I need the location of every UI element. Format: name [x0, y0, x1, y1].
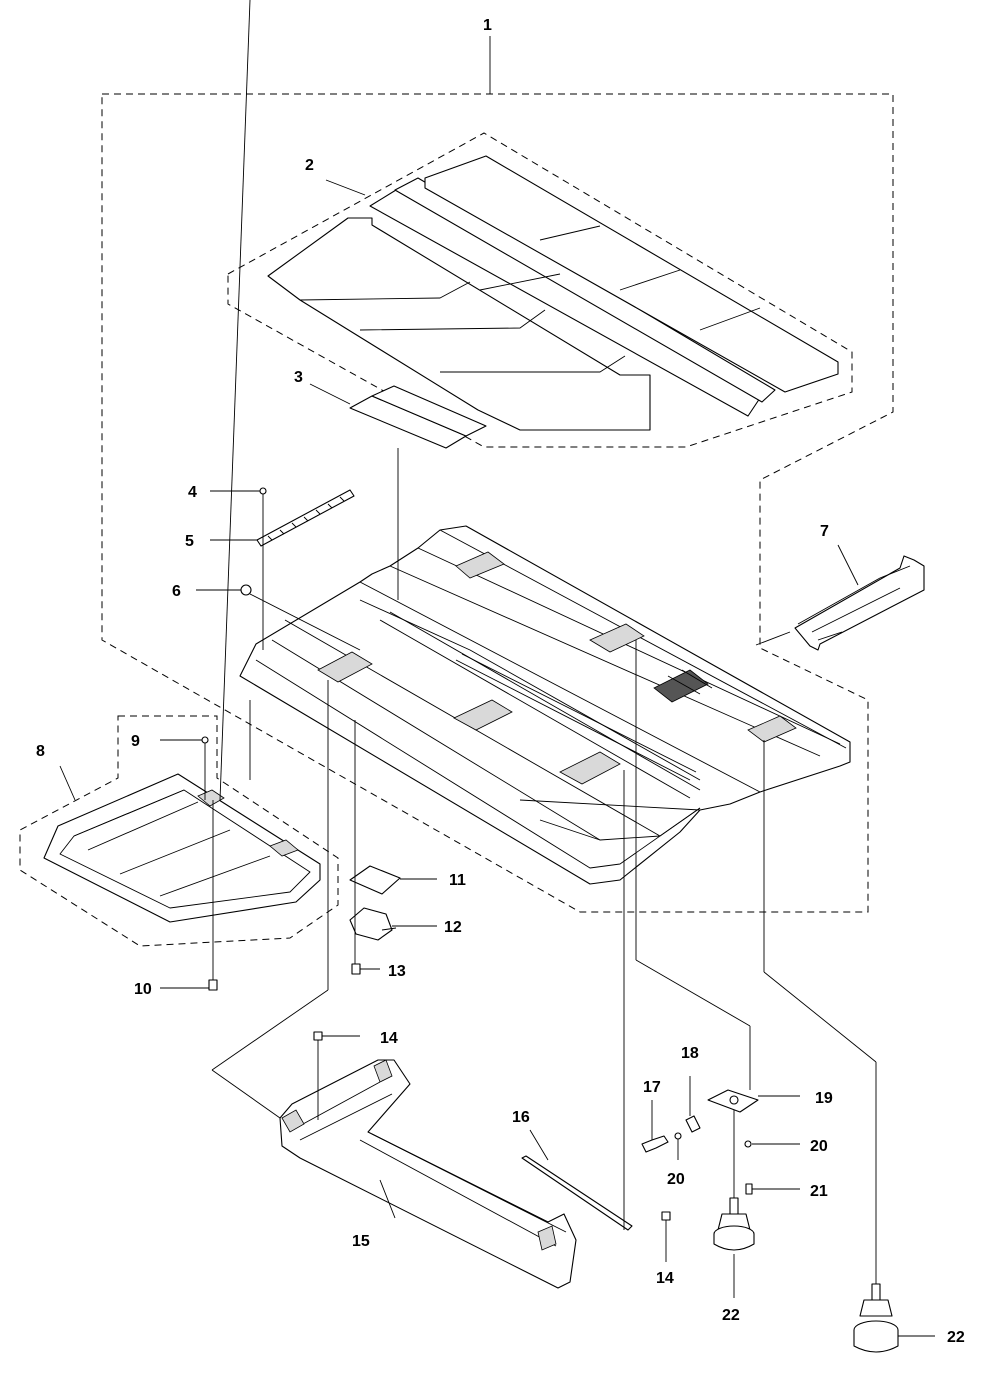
leveling-foot-1	[713, 1197, 755, 1251]
mount-plate	[349, 865, 401, 895]
callout-8: 8	[36, 743, 45, 760]
spring-18	[685, 1115, 701, 1133]
screw-14-right	[661, 1211, 671, 1221]
callout-18: 18	[681, 1045, 699, 1062]
pad-strips	[349, 385, 487, 449]
callout-2: 2	[305, 157, 314, 174]
callout-3: 3	[294, 369, 303, 386]
screw-13	[351, 963, 361, 975]
callout-20-right: 20	[810, 1138, 828, 1155]
callout-1: 1	[483, 17, 492, 34]
assembly-2-boundary	[227, 132, 853, 448]
callout-12: 12	[444, 919, 462, 936]
callout-6: 6	[172, 583, 181, 600]
rod	[521, 1155, 633, 1231]
callout-16: 16	[512, 1109, 530, 1126]
leveling-foot-2	[853, 1283, 899, 1353]
assembly-1-boundary	[101, 93, 894, 913]
callout-7: 7	[820, 523, 829, 540]
leader-lines	[59, 0, 935, 1337]
washer-20-left	[674, 1132, 682, 1140]
top-panel-plates	[267, 155, 839, 431]
table-top	[239, 525, 851, 885]
slide-bracket	[794, 555, 925, 651]
callout-14-bottom: 14	[656, 1270, 674, 1287]
callout-10: 10	[134, 981, 152, 998]
pin-small	[201, 736, 209, 744]
pin	[259, 487, 267, 495]
knob	[240, 584, 252, 596]
bolt-17	[641, 1135, 669, 1153]
callout-19: 19	[815, 1090, 833, 1107]
callout-4: 4	[188, 484, 197, 501]
base-frame	[279, 1059, 577, 1289]
assembly-8-boundary	[19, 715, 339, 947]
callout-20-left: 20	[667, 1171, 685, 1188]
callout-22-right: 22	[947, 1329, 965, 1346]
callout-22-left: 22	[722, 1307, 740, 1324]
screw-14-left	[313, 1031, 323, 1041]
callout-9: 9	[131, 733, 140, 750]
screw-10	[208, 979, 218, 991]
screw-21	[745, 1183, 753, 1195]
callout-labels: 1 2 3 4 5 6 7 8 9 10 11 12 13 14 15 16 1…	[36, 17, 965, 1346]
callout-17: 17	[643, 1079, 661, 1096]
callout-14-top: 14	[380, 1030, 398, 1047]
washer-20-right	[744, 1140, 752, 1148]
hinge-block	[349, 907, 393, 941]
callout-13: 13	[388, 963, 406, 980]
callout-11: 11	[449, 872, 466, 889]
callout-5: 5	[185, 533, 194, 550]
callout-21: 21	[810, 1183, 828, 1200]
callout-15: 15	[352, 1233, 370, 1250]
side-tray	[43, 773, 321, 923]
